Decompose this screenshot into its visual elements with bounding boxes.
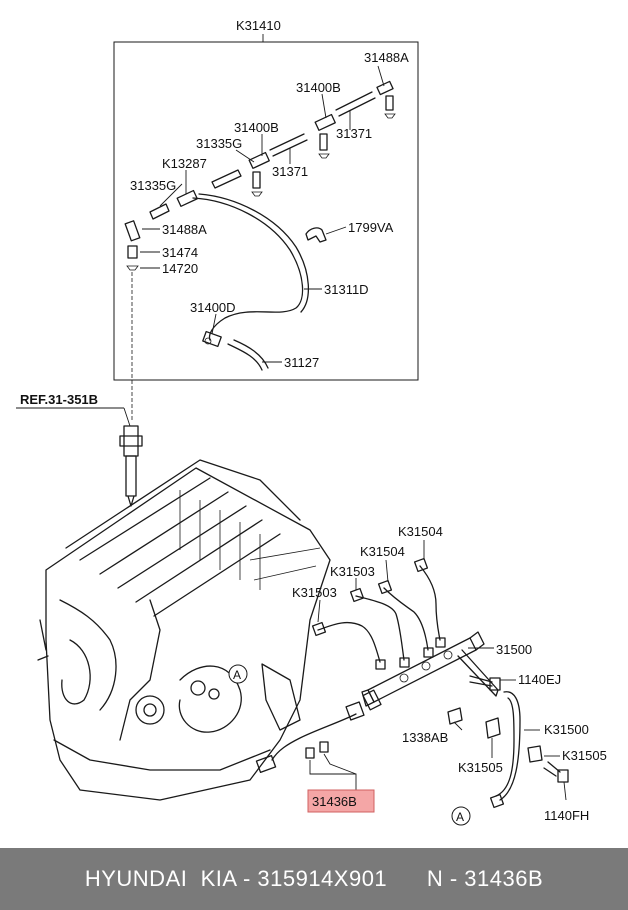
clip-1799va [305,227,327,243]
label-31371-1: 31371 [336,126,372,141]
t-connectors [176,80,396,207]
marker-a-engine [228,664,248,684]
label-14720: 14720 [162,261,198,276]
parts-diagram: K31410 31488A 31400B 31371 31400B 31335G… [16,18,607,826]
label-k31505-1: K31505 [562,748,607,763]
label-31127: 31127 [284,355,319,370]
bracket-1338ab [447,707,463,725]
kit-box-outline [113,41,419,381]
highlight-31436b [307,789,375,813]
leak-hose-k31500 [489,691,521,809]
label-31335g-2: 31335G [130,178,176,193]
end-fitting-31488a [124,220,141,420]
label-31400d: 31400D [190,300,236,315]
bolt-1140fh [543,761,569,783]
high-pressure-pipes [311,557,446,670]
return-tubes [149,91,376,220]
label-k31500: K31500 [544,722,589,737]
label-1140ej: 1140EJ [518,672,561,687]
return-hose-31127 [227,339,269,371]
label-31335g-1: 31335G [196,136,242,151]
marker-a-hose [451,806,471,826]
label-k31503-2: K31503 [292,585,337,600]
label-1338ab: 1338AB [402,730,448,745]
label-k13287: K13287 [162,156,207,171]
label-31474: 31474 [162,245,198,260]
label-31500: 31500 [496,642,532,657]
label-1799va: 1799VA [348,220,394,235]
fuel-rail-31500 [361,631,499,711]
marker-a-label-1: A [233,668,241,682]
label-k31410: K31410 [236,18,281,33]
label-31400b-2: 31400B [234,120,279,135]
label-31488a-bot: 31488A [162,222,207,237]
label-1140fh: 1140FH [544,808,589,823]
bolt-1140ej [469,675,501,691]
label-31400b-1: 31400B [296,80,341,95]
connector-31400d [202,330,222,348]
injector [119,425,143,507]
engine-block [37,459,331,801]
footer-part-numbers: HYUNDAI KIA - 315914X901 N - 31436B [84,866,544,891]
label-31311d: 31311D [324,282,369,297]
label-31371-2: 31371 [272,164,308,179]
label-k31505-2: K31505 [458,760,503,775]
pressure-sensor-wiring [255,701,365,790]
label-31436b: 31436B [312,794,357,809]
label-ref: REF.31-351B [20,392,98,407]
label-k31503-1: K31503 [330,564,375,579]
label-k31504-1: K31504 [398,524,443,539]
marker-a-label-2: A [456,810,464,824]
footer-bar: HYUNDAI KIA - 315914X901 N - 31436B [0,848,628,910]
clips-k31505 [485,717,543,763]
leaders-lower [317,540,567,801]
label-31488a-top: 31488A [364,50,409,65]
leaders-upper [140,65,385,363]
label-k31504-2: K31504 [360,544,405,559]
return-hose-31311d [192,197,304,341]
